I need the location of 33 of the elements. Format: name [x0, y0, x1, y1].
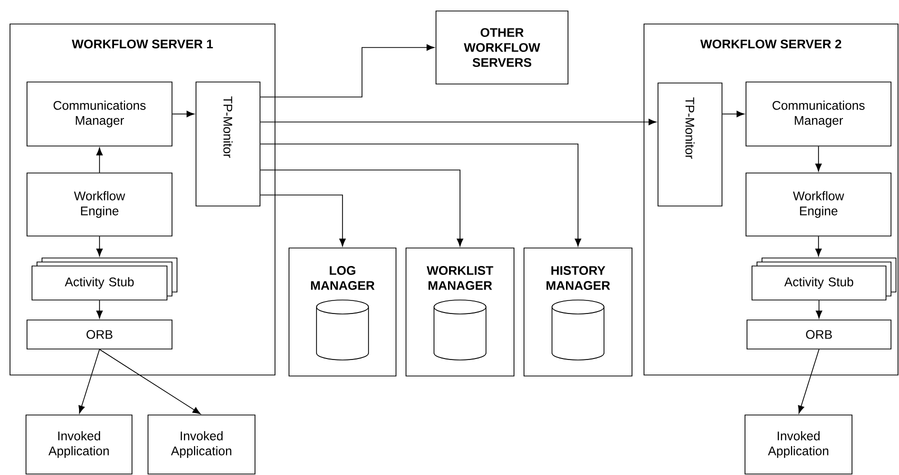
- process-box: Workflow Engine: [26, 172, 172, 236]
- arrow: [260, 44, 434, 98]
- arrow: [96, 236, 103, 256]
- monitor-box: TP-Monitor: [196, 82, 260, 206]
- process-box: Workflow Engine: [746, 172, 892, 236]
- arrow: [815, 146, 822, 172]
- arrow: [798, 349, 820, 414]
- process-box: Invoked Application: [148, 414, 256, 474]
- process-box: Invoked Application: [744, 414, 852, 474]
- arrow: [172, 110, 194, 118]
- stacked-box: Activity Stub: [32, 258, 178, 300]
- stacked-box: Activity Stub: [752, 258, 896, 300]
- arrow: [260, 170, 464, 246]
- arrow: [96, 148, 103, 173]
- server-group-box: OTHER WORKFLOW SERVERS: [436, 10, 568, 84]
- process-box: ORB: [746, 320, 892, 350]
- manager-box: WORKLIST MANAGER: [406, 248, 514, 376]
- arrow: [816, 300, 822, 318]
- process-box: Invoked Application: [26, 414, 132, 474]
- manager-box: HISTORY MANAGER: [524, 248, 632, 376]
- arrow: [99, 349, 201, 414]
- monitor-box: TP-Monitor: [658, 82, 722, 206]
- arrow: [78, 349, 100, 414]
- arrow: [260, 118, 656, 126]
- arrow: [260, 194, 346, 246]
- process-box: Communications Manager: [26, 82, 172, 146]
- process-box: Communications Manager: [746, 82, 892, 146]
- arrow: [96, 300, 103, 318]
- manager-box: LOG MANAGER: [288, 248, 396, 376]
- process-box: ORB: [26, 320, 172, 350]
- arrow: [722, 110, 744, 118]
- arrow: [815, 236, 822, 256]
- arrow: [260, 144, 582, 246]
